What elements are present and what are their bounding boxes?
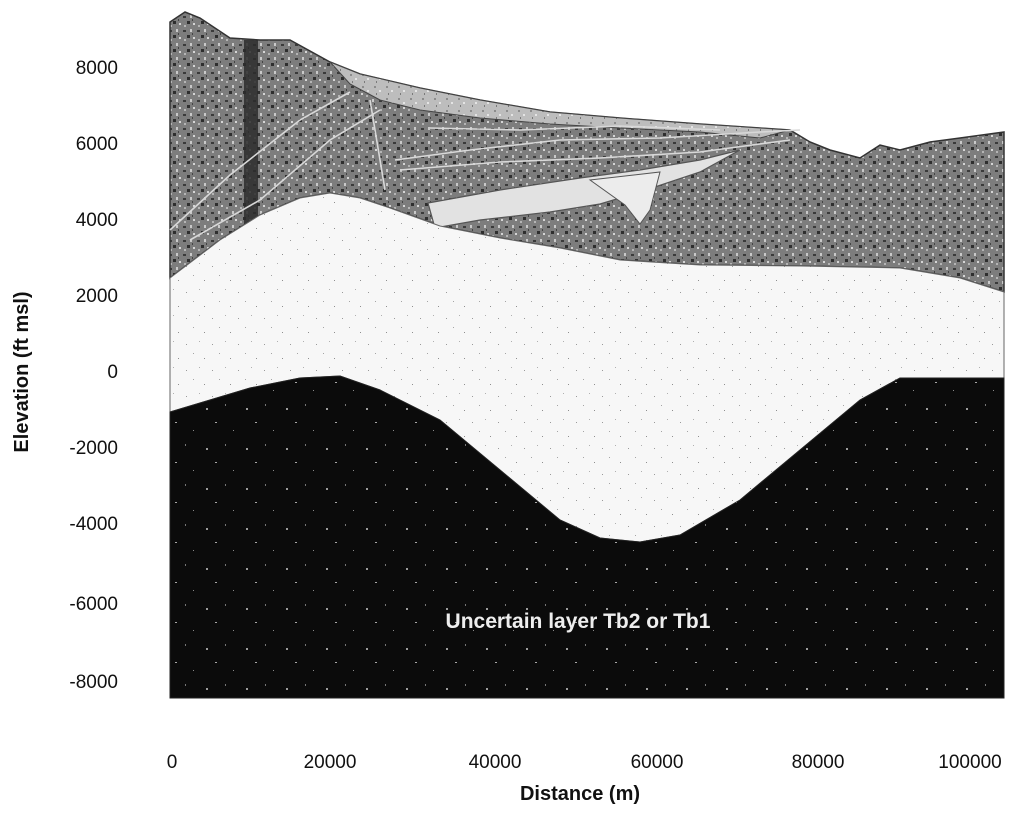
- y-axis-ticks: 8000 6000 4000 2000 0 -2000 -4000 -6000 …: [69, 58, 118, 693]
- x-tick-label: 80000: [792, 752, 845, 773]
- layer-annotation: Uncertain layer Tb2 or Tb1: [446, 610, 711, 633]
- x-axis-ticks: 0 20000 40000 60000 80000 100000: [167, 752, 1002, 773]
- y-axis-title: Elevation (ft msl): [11, 291, 33, 452]
- x-tick-label: 20000: [304, 752, 357, 773]
- y-tick-label: 6000: [76, 134, 118, 155]
- light-lens: [427, 149, 741, 229]
- x-tick-label: 100000: [938, 752, 1001, 773]
- y-tick-label: -4000: [69, 514, 118, 535]
- upper-light-band: [329, 61, 791, 139]
- y-tick-label: -2000: [69, 438, 118, 459]
- y-tick-label: -6000: [69, 594, 118, 615]
- vertical-dike: [244, 40, 258, 228]
- y-tick-label: 0: [107, 362, 118, 383]
- fault-lines: [169, 91, 801, 241]
- small-light-lens: [588, 171, 661, 225]
- x-axis-title: Distance (m): [520, 783, 640, 805]
- y-tick-label: -8000: [69, 672, 118, 693]
- x-tick-label: 0: [167, 752, 178, 773]
- x-tick-label: 40000: [469, 752, 522, 773]
- y-tick-label: 4000: [76, 210, 118, 231]
- y-tick-label: 8000: [76, 58, 118, 79]
- bottom-layer: [169, 375, 1005, 699]
- x-tick-label: 60000: [631, 752, 684, 773]
- y-tick-label: 2000: [76, 286, 118, 307]
